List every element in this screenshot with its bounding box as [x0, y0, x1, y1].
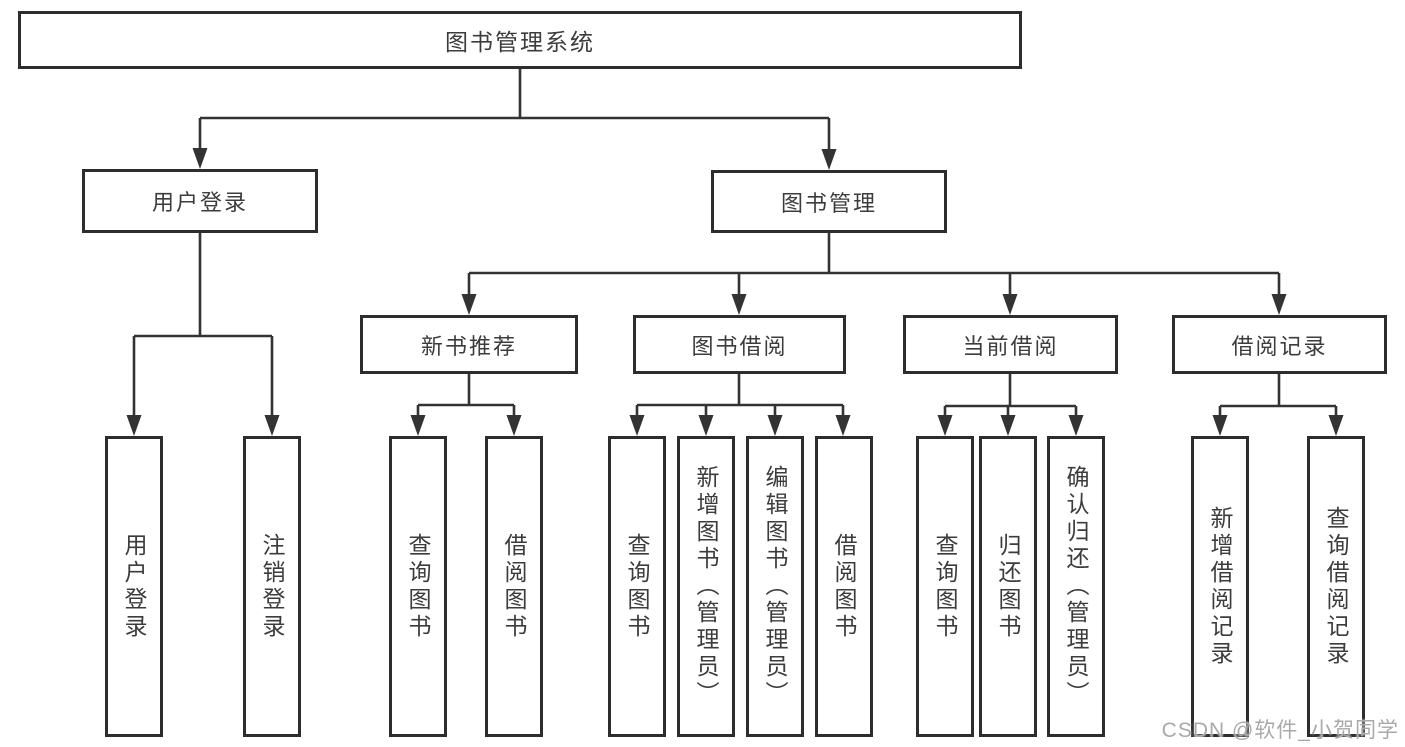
- leaf-borrow-books-recommend: 借阅图书: [485, 436, 543, 737]
- leaf-logout: 注销登录: [243, 436, 301, 737]
- leaf-user-login: 用户登录: [105, 436, 163, 737]
- leaf-return-books: 归还图书: [979, 436, 1037, 737]
- leaf-query-borrow-record: 查询借阅记录: [1307, 436, 1365, 737]
- leaf-edit-books-admin: 编辑图书（管理员）: [746, 436, 804, 737]
- csdn-watermark: CSDN @软件_小贺同学: [1161, 719, 1399, 742]
- arrowheads: [126, 148, 1344, 436]
- node-user-login: 用户登录: [82, 169, 318, 233]
- node-book-borrowing: 图书借阅: [633, 315, 846, 374]
- node-new-book-recommend: 新书推荐: [360, 315, 578, 374]
- leaf-query-books-borrowing: 查询图书: [608, 436, 666, 737]
- node-book-management: 图书管理: [711, 170, 947, 233]
- connector-stems: [132, 69, 1338, 417]
- leaf-query-books-current: 查询图书: [916, 436, 974, 737]
- leaf-add-borrow-record: 新增借阅记录: [1191, 436, 1249, 737]
- leaf-borrow-books: 借阅图书: [815, 436, 873, 737]
- node-library-management-system: 图书管理系统: [18, 11, 1022, 69]
- node-borrow-records: 借阅记录: [1172, 315, 1387, 374]
- leaf-confirm-return-admin: 确认归还（管理员）: [1047, 436, 1105, 737]
- leaf-query-books-recommend: 查询图书: [389, 436, 447, 737]
- node-current-borrowing: 当前借阅: [903, 315, 1118, 374]
- leaf-add-books-admin: 新增图书（管理员）: [677, 436, 735, 737]
